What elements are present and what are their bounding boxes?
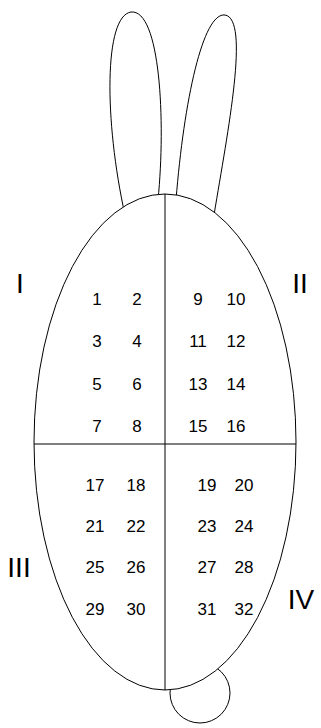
area-number: 27 (198, 559, 217, 576)
quadrant-numeral: II (292, 270, 308, 298)
area-number: 30 (127, 601, 146, 618)
area-number: 12 (227, 333, 246, 350)
left-ear (110, 12, 161, 215)
quadrant-numeral: III (7, 554, 30, 582)
area-number: 22 (127, 518, 146, 535)
quadrant-numeral: IV (288, 586, 314, 614)
area-number: 9 (193, 291, 202, 308)
area-number: 19 (198, 477, 217, 494)
area-number: 1 (92, 291, 101, 308)
quadrant-numeral: I (16, 270, 24, 298)
area-number: 23 (198, 518, 217, 535)
area-number: 3 (92, 333, 101, 350)
right-ear (176, 15, 236, 215)
area-number: 29 (86, 601, 105, 618)
area-number: 7 (92, 418, 101, 435)
area-number: 14 (227, 376, 246, 393)
area-number: 15 (189, 418, 208, 435)
area-number: 17 (86, 477, 105, 494)
area-number: 6 (132, 376, 141, 393)
area-number: 24 (235, 518, 254, 535)
area-number: 26 (127, 559, 146, 576)
area-number: 16 (227, 418, 246, 435)
area-number: 18 (127, 477, 146, 494)
area-number: 11 (189, 333, 207, 350)
area-number: 28 (235, 559, 254, 576)
area-number: 5 (92, 376, 101, 393)
area-number: 8 (132, 418, 141, 435)
area-number: 32 (235, 601, 254, 618)
area-number: 25 (86, 559, 105, 576)
area-number: 13 (189, 376, 208, 393)
body-oval (34, 194, 296, 690)
area-number: 4 (132, 333, 141, 350)
area-number: 21 (86, 518, 105, 535)
vertical-divider (165, 194, 166, 690)
area-number: 2 (132, 291, 141, 308)
area-number: 31 (198, 601, 217, 618)
area-number: 10 (227, 291, 246, 308)
area-number: 20 (235, 477, 254, 494)
